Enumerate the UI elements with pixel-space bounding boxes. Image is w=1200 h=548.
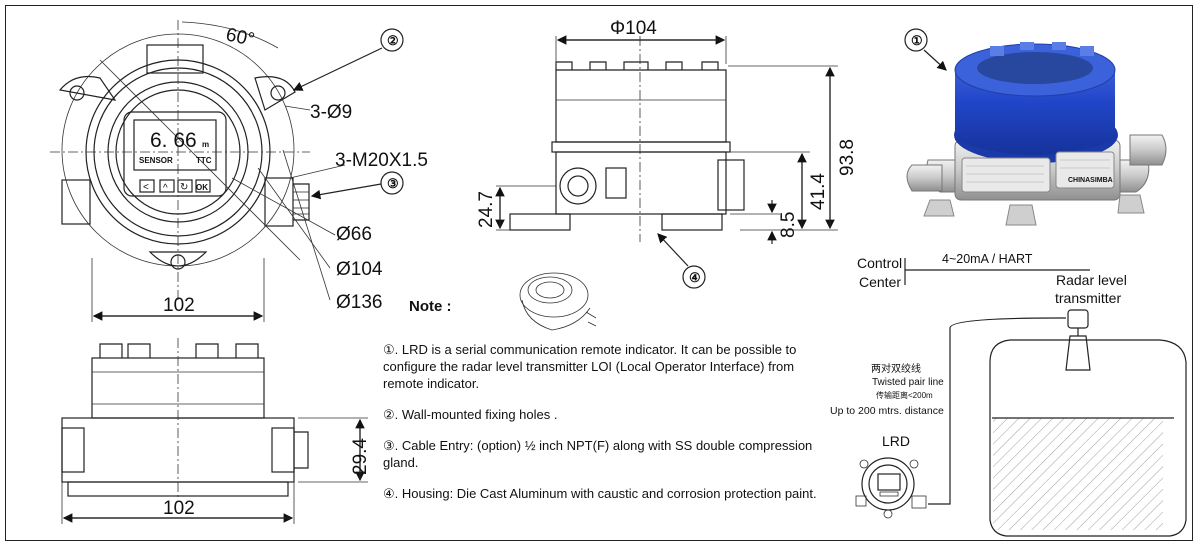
dia-66-label: Ø66 bbox=[336, 224, 372, 245]
lrd-label: LRD bbox=[882, 433, 910, 449]
holes-label: 3-Ø9 bbox=[310, 102, 352, 123]
drawing-frame bbox=[5, 5, 1193, 541]
display-value: 6. 66 bbox=[150, 129, 197, 152]
cable-label-cn: 两对双绞线 bbox=[871, 362, 921, 375]
dia-136-label: Ø136 bbox=[336, 292, 382, 313]
distance-label-en: Up to 200 mtrs. distance bbox=[830, 405, 944, 417]
notes-section: Note : ①. LRD is a serial communication … bbox=[383, 298, 833, 516]
bottom-width-label: 102 bbox=[163, 498, 195, 519]
front-view: 60° 3-Ø9 3-M20X1.5 Ø66 Ø104 Ø136 102 6. … bbox=[50, 20, 428, 322]
note-item-2: ②. Wall-mounted fixing holes . bbox=[383, 407, 558, 422]
cable-label-en: Twisted pair line bbox=[872, 377, 944, 388]
display-brand: SENSOR bbox=[139, 156, 173, 165]
distance-label-cn: 传输距离<200m bbox=[876, 390, 933, 400]
callout-2-label: ② bbox=[387, 33, 399, 48]
bottom-view: 102 29.4 bbox=[61, 338, 371, 524]
angle-label: 60° bbox=[224, 24, 256, 51]
signal-label: 4~20mA / HART bbox=[942, 252, 1033, 266]
front-width-label: 102 bbox=[163, 295, 195, 316]
control-center-line1: Control bbox=[857, 255, 902, 271]
callout-4-marker bbox=[682, 265, 706, 289]
nameplate-text: CHINASIMBA bbox=[1068, 177, 1113, 184]
control-center-line2: Center bbox=[859, 274, 901, 290]
callout-4-label: ④ bbox=[689, 270, 701, 285]
housing-sketch bbox=[519, 272, 597, 331]
thread-label: 3-M20X1.5 bbox=[335, 150, 428, 171]
radar-label-line2: transmitter bbox=[1055, 290, 1121, 306]
button-ok-icon: OK bbox=[196, 183, 208, 192]
side-height-mid: 41.4 bbox=[808, 173, 829, 210]
bottom-height-label: 29.4 bbox=[350, 438, 371, 475]
callout-2-marker bbox=[380, 28, 404, 52]
radar-label-line1: Radar level bbox=[1056, 272, 1127, 288]
side-base-thickness: 8.5 bbox=[778, 212, 799, 238]
note-item-4: ④. Housing: Die Cast Aluminum with caust… bbox=[383, 486, 817, 501]
side-height-total: 93.8 bbox=[837, 139, 858, 176]
button-refresh-icon: ↻ bbox=[180, 182, 188, 193]
button-up-icon: ^ bbox=[163, 183, 168, 194]
button-left-icon: < bbox=[143, 182, 149, 193]
display-code: TTC bbox=[196, 156, 212, 165]
lrd-device bbox=[855, 457, 927, 519]
system-diagram: Control Center 4~20mA / HART Radar level… bbox=[830, 252, 1187, 537]
callout-1-label: ① bbox=[911, 33, 923, 48]
callout-3-label: ③ bbox=[387, 176, 399, 191]
side-view: Φ104 93.8 41.4 24.7 8.5 ④ bbox=[476, 18, 858, 289]
note-item-1: ①. LRD is a serial communication remote … bbox=[383, 342, 797, 391]
note-item-3: ③. Cable Entry: (option) ½ inch NPT(F) a… bbox=[383, 438, 813, 470]
dia-104-label: Ø104 bbox=[336, 259, 383, 280]
side-diameter-label: Φ104 bbox=[610, 18, 657, 39]
notes-title: Note : bbox=[409, 298, 452, 315]
callout-3-marker bbox=[380, 171, 404, 195]
callout-1-marker bbox=[904, 28, 928, 52]
display-unit: m bbox=[202, 140, 209, 149]
housing-render: CHINASIMBA ① bbox=[904, 28, 1167, 226]
side-height-low: 24.7 bbox=[476, 191, 497, 228]
